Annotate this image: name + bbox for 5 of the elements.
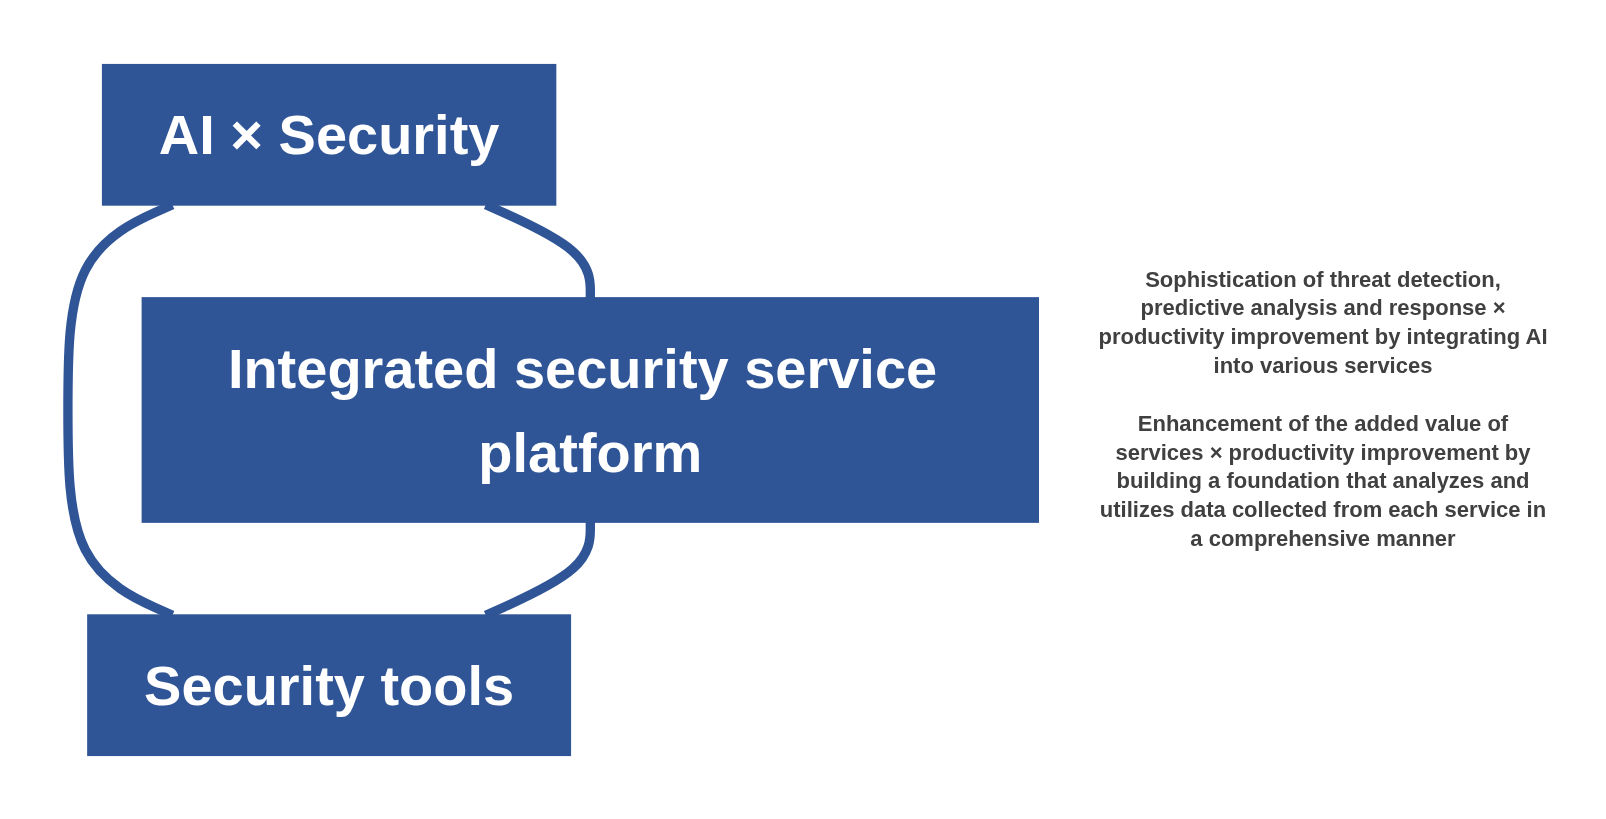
node-box: Integrated security service platform (141, 296, 1039, 523)
node-box: Security tools (87, 613, 572, 756)
description-text: Sophistication of threat detection, predictive analysis and response × productivity improvement by integrating AI into various services (1097, 265, 1549, 380)
node-box: AI × Security (101, 63, 557, 206)
description-text: Enhancement of the added value of services × productivity improvement by building a foundation that analyzes and utilizes data collected from each service in a comprehensive manner (1098, 410, 1548, 553)
